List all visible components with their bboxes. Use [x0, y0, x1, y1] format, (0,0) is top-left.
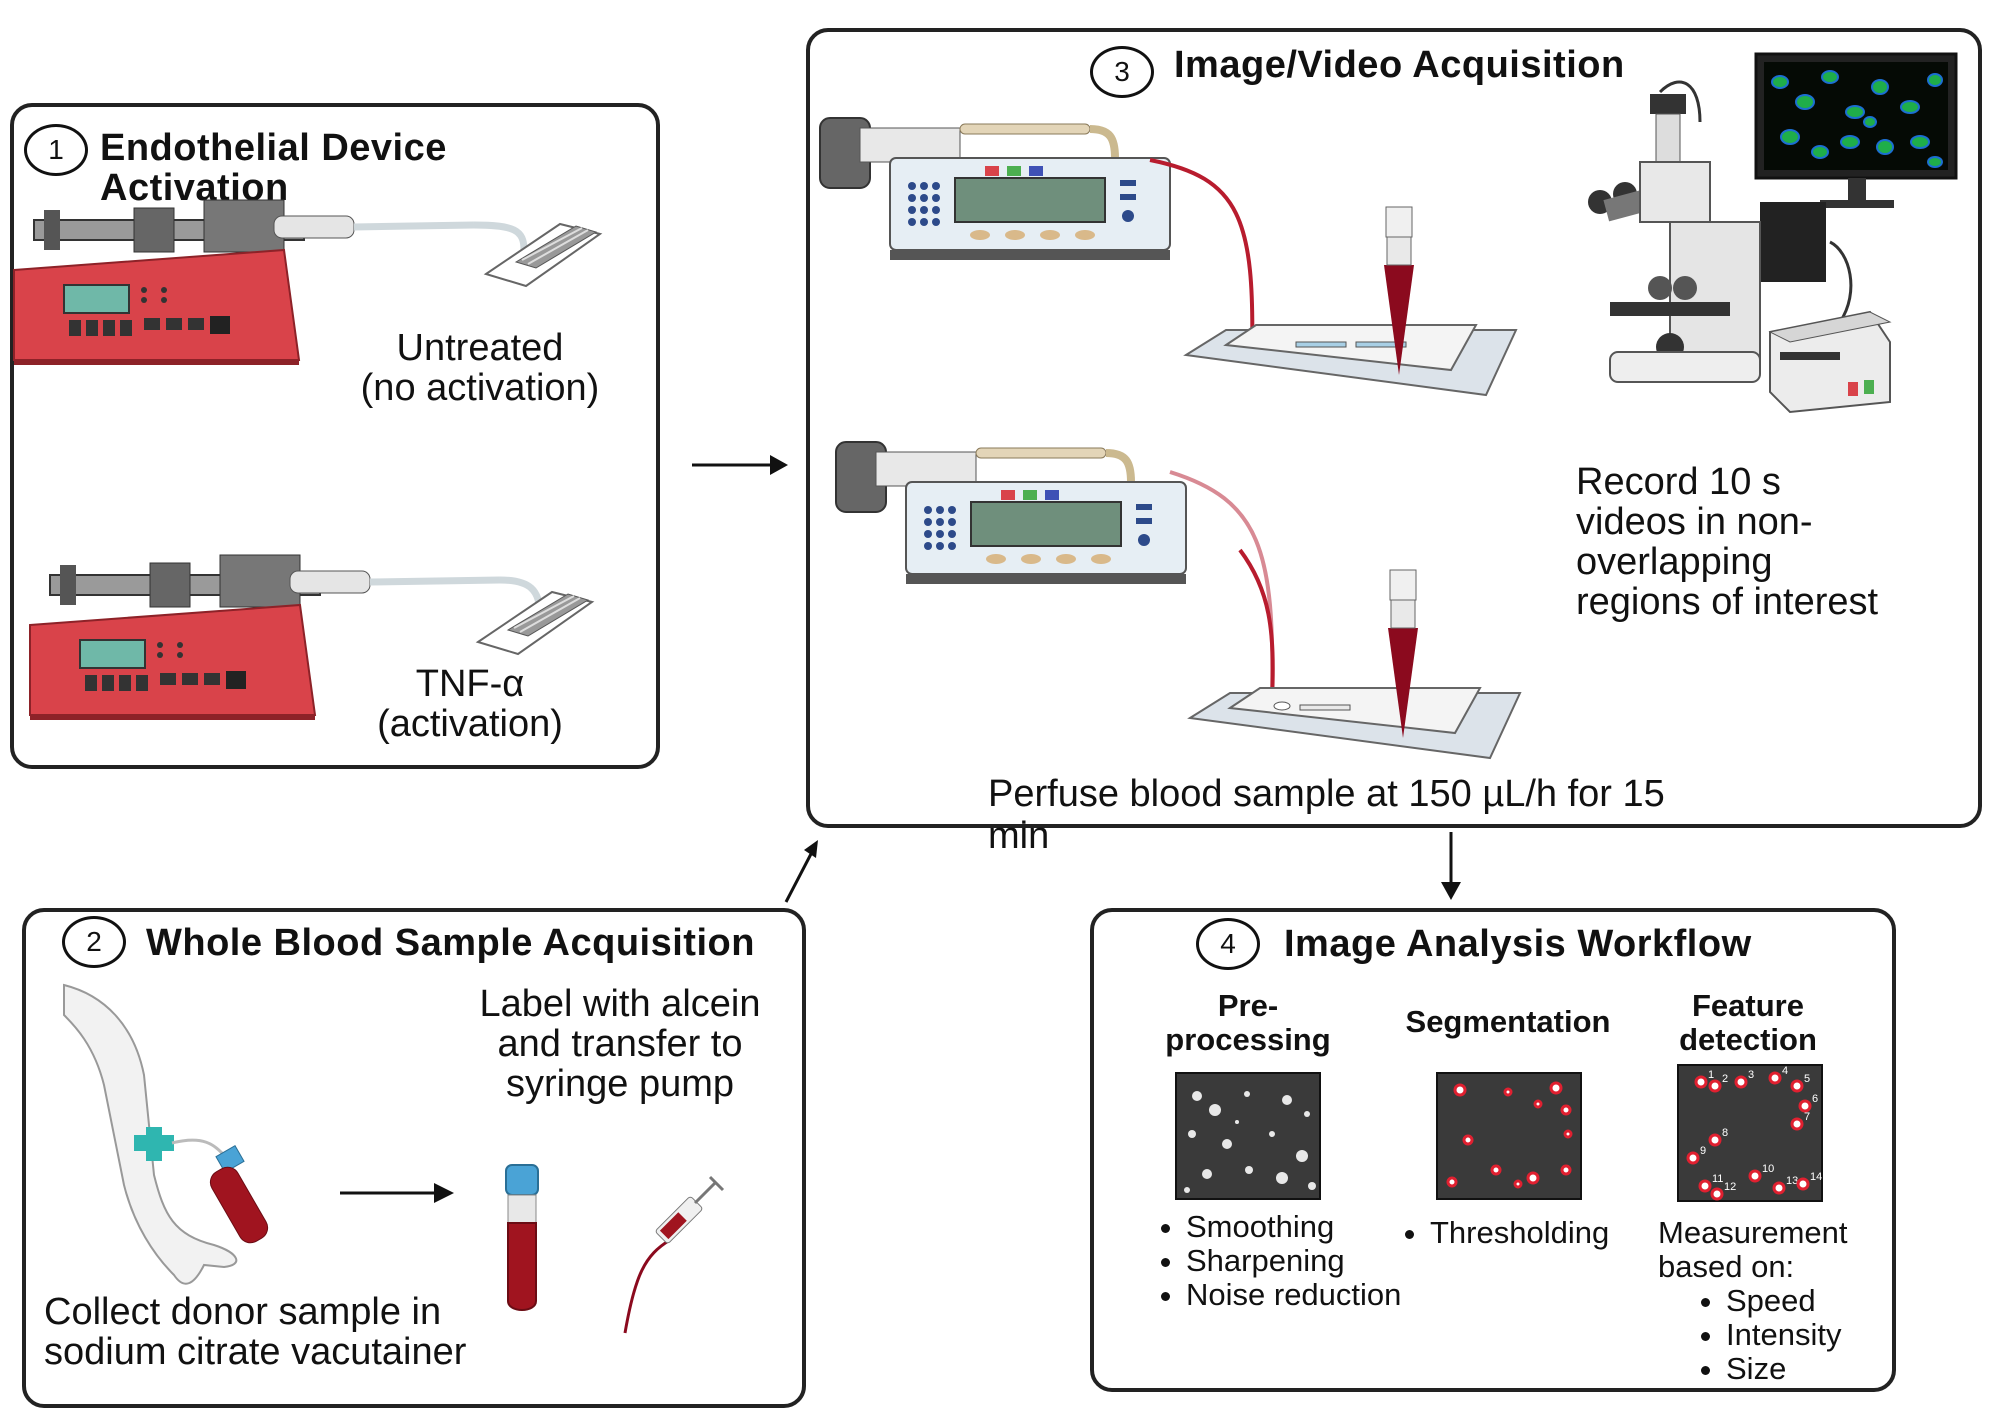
detected-cell-11: [1698, 1179, 1712, 1193]
segmentation-heading: Segmentation: [1405, 1004, 1611, 1039]
perfuse-line1: Perfuse blood sample at 150 µL/h for 15: [988, 773, 1665, 815]
detected-cell-label-1: 1: [1708, 1069, 1714, 1081]
bullet-smoothing: Smoothing: [1186, 1210, 1401, 1244]
detected-cell-7: [1790, 1117, 1804, 1131]
detected-cell-label-13: 13: [1786, 1175, 1798, 1187]
detected-cell-4: [1768, 1071, 1782, 1085]
detected-cell-6: [1798, 1099, 1812, 1113]
detected-cell-label-12: 12: [1724, 1181, 1736, 1193]
feature-detection-heading-line1: Feature: [1692, 988, 1804, 1023]
bullet-size: Size: [1726, 1352, 1841, 1386]
vacutainer-tube: [505, 1164, 539, 1311]
preprocessing-image: [1175, 1072, 1321, 1200]
feature-detection-heading-line2: detection: [1679, 1022, 1817, 1057]
bullet-sharpening: Sharpening: [1186, 1244, 1401, 1278]
record-line4: regions of interest: [1576, 581, 1879, 623]
step-number-1: 1: [24, 124, 88, 176]
collect-line2: sodium citrate vacutainer: [44, 1331, 467, 1373]
label-instruction-line3: syringe pump: [505, 1063, 735, 1105]
arrow-1-to-3: [692, 455, 788, 475]
step-number-3: 3: [1090, 46, 1154, 98]
detected-cell-1: [1694, 1075, 1708, 1089]
chip-and-pipette-bottom: [1187, 569, 1522, 760]
syringe-pump-tnf: [29, 554, 544, 720]
detected-cell-13: [1772, 1181, 1786, 1195]
detected-cell-label-10: 10: [1762, 1163, 1774, 1175]
tnf-label-line1: TNF-α: [415, 663, 525, 705]
perfuse-line2: min: [988, 815, 1050, 857]
untreated-label-line2: (no activation): [360, 367, 600, 409]
measurement-line2: based on:: [1658, 1249, 1795, 1284]
detected-cell-label-3: 3: [1748, 1069, 1754, 1081]
bullet-intensity: Intensity: [1726, 1318, 1841, 1352]
preprocessing-bullets: Smoothing Sharpening Noise reduction: [1150, 1210, 1401, 1312]
infusion-pump-bottom: [835, 441, 1187, 584]
untreated-label-line1: Untreated: [396, 327, 564, 369]
label-instruction-line1: Label with alcein: [479, 983, 761, 1025]
bullet-noise-reduction: Noise reduction: [1186, 1278, 1401, 1312]
panel1-title-line1: Endothelial Device: [100, 127, 447, 169]
detected-cell-5: [1790, 1079, 1804, 1093]
detected-cell-label-4: 4: [1782, 1065, 1788, 1077]
blood-tube-line-bottom: [1169, 470, 1275, 701]
step-number-4: 4: [1196, 918, 1260, 970]
arrow-3-to-4: [1441, 832, 1461, 900]
arrow-2-to-3: [784, 840, 818, 903]
detected-cell-label-6: 6: [1812, 1093, 1818, 1105]
detected-cell-3: [1734, 1075, 1748, 1089]
infusion-pump-top: [819, 117, 1171, 260]
detected-cell-label-7: 7: [1804, 1111, 1810, 1123]
bullet-speed: Speed: [1726, 1284, 1841, 1318]
bullet-thresholding: Thresholding: [1430, 1216, 1609, 1250]
microfluidic-device-untreated: [483, 222, 603, 288]
detected-cell-label-2: 2: [1722, 1073, 1728, 1085]
tnf-label-line2: (activation): [377, 703, 563, 745]
detected-cell-12: [1710, 1187, 1724, 1201]
detected-cell-2: [1708, 1079, 1722, 1093]
collect-line1: Collect donor sample in: [44, 1291, 442, 1333]
syringe-pump-untreated: [13, 199, 528, 365]
measurement-line1: Measurement: [1658, 1215, 1848, 1250]
fluorescence-microscope: [1588, 52, 1958, 414]
chip-and-pipette-top: [1183, 206, 1518, 397]
preprocessing-heading-line1: Pre-: [1217, 988, 1279, 1023]
segmentation-image: [1436, 1072, 1582, 1200]
microfluidic-device-tnf: [475, 590, 595, 656]
syringe-with-tubing: [623, 1175, 725, 1334]
detected-cell-label-14: 14: [1810, 1171, 1822, 1183]
blood-tube-line-top: [1149, 158, 1255, 359]
preprocessing-heading-line2: processing: [1165, 1022, 1331, 1057]
measurement-bullets: Speed Intensity Size: [1690, 1284, 1841, 1386]
panel4-title: Image Analysis Workflow: [1284, 923, 1752, 965]
detected-cell-9: [1686, 1151, 1700, 1165]
detected-cell-label-11: 11: [1712, 1173, 1723, 1185]
detected-cell-8: [1708, 1133, 1722, 1147]
record-line2: videos in non-: [1576, 501, 1813, 543]
record-line3: overlapping: [1576, 541, 1773, 583]
step-number-2: 2: [62, 916, 126, 968]
detected-cell-label-5: 5: [1804, 1073, 1810, 1085]
panel2-title: Whole Blood Sample Acquisition: [146, 922, 755, 964]
detected-cell-10: [1748, 1169, 1762, 1183]
record-line1: Record 10 s: [1576, 461, 1781, 503]
segmentation-bullets: Thresholding: [1394, 1216, 1609, 1250]
detected-cell-label-8: 8: [1722, 1127, 1728, 1139]
arm-with-iv-illustration: [63, 983, 269, 1285]
panel3-title: Image/Video Acquisition: [1174, 44, 1625, 86]
label-instruction-line2: and transfer to: [497, 1023, 743, 1065]
detected-cell-label-9: 9: [1700, 1145, 1706, 1157]
detected-cell-14: [1796, 1177, 1810, 1191]
arrow-collect-to-tube: [340, 1183, 454, 1203]
